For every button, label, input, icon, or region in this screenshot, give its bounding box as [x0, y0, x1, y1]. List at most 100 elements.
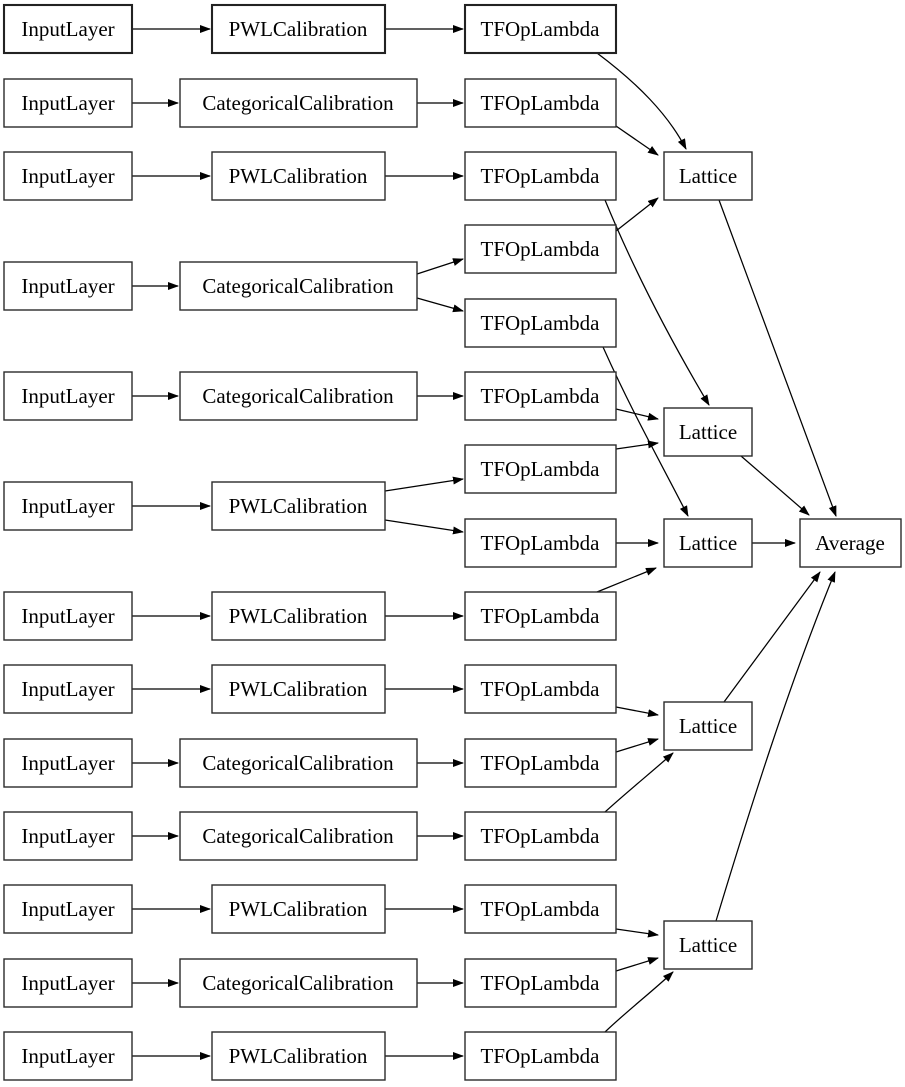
node-inputlayer-7: InputLayer [3, 591, 133, 641]
node-average-label: Average [815, 531, 885, 555]
node-categoricalcalibration-4: CategoricalCalibration [179, 261, 418, 311]
node-inputlayer-10-label: InputLayer [21, 824, 114, 848]
node-categoricalcalibration-12-label: CategoricalCalibration [202, 971, 394, 995]
edges-lattice-to-average [715, 199, 837, 922]
edge-tf5-lat2 [615, 408, 659, 421]
node-tfoplambda-4a-label: TFOpLambda [481, 237, 601, 261]
node-tfoplambda-7: TFOpLambda [464, 591, 617, 641]
node-tfoplambda-2: TFOpLambda [464, 78, 617, 128]
node-categoricalcalibration-5-label: CategoricalCalibration [202, 384, 394, 408]
node-inputlayer-12-label: InputLayer [21, 971, 114, 995]
edge-tf10-lat4 [604, 752, 674, 813]
node-tfoplambda-8: TFOpLambda [464, 664, 617, 714]
node-pwlcalibration-7-label: PWLCalibration [229, 604, 368, 628]
node-inputlayer-1: InputLayer [2, 3, 134, 55]
node-categoricalcalibration-10: CategoricalCalibration [179, 811, 418, 861]
node-inputlayer-11-label: InputLayer [21, 897, 114, 921]
node-tfoplambda-11-label: TFOpLambda [481, 897, 601, 921]
edge-tf11-lat5 [615, 928, 659, 938]
node-tfoplambda-6a: TFOpLambda [464, 444, 617, 494]
node-pwlcalibration-13-label: PWLCalibration [229, 1044, 368, 1068]
node-tfoplambda-1-label: TFOpLambda [481, 17, 601, 41]
node-categoricalcalibration-4-label: CategoricalCalibration [202, 274, 394, 298]
edge-tf1-lat1 [596, 52, 687, 150]
node-tfoplambda-1: TFOpLambda [463, 3, 618, 55]
node-tfoplambda-5-label: TFOpLambda [481, 384, 601, 408]
node-tfoplambda-3-label: TFOpLambda [481, 164, 601, 188]
node-lattice-2-label: Lattice [679, 420, 737, 444]
node-inputlayer-11: InputLayer [3, 884, 133, 934]
node-tfoplambda-4b: TFOpLambda [464, 298, 617, 348]
node-tfoplambda-5: TFOpLambda [464, 371, 617, 421]
node-pwlcalibration-6-label: PWLCalibration [229, 494, 368, 518]
node-tfoplambda-10: TFOpLambda [464, 811, 617, 861]
node-tfoplambda-6b-label: TFOpLambda [481, 531, 601, 555]
node-lattice-1: Lattice [663, 151, 753, 201]
node-lattice-5-label: Lattice [679, 933, 737, 957]
node-categoricalcalibration-9-label: CategoricalCalibration [202, 751, 394, 775]
node-tfoplambda-9: TFOpLambda [464, 738, 617, 788]
node-inputlayer-2: InputLayer [3, 78, 133, 128]
edge-tf7-lat3 [596, 567, 657, 593]
node-average: Average [799, 518, 902, 568]
node-pwlcalibration-11: PWLCalibration [211, 884, 386, 934]
node-categoricalcalibration-9: CategoricalCalibration [179, 738, 418, 788]
node-pwlcalibration-7: PWLCalibration [211, 591, 386, 641]
node-pwlcalibration-1-label: PWLCalibration [229, 17, 368, 41]
node-categoricalcalibration-10-label: CategoricalCalibration [202, 824, 394, 848]
edge-cal6-tf6b [384, 519, 464, 535]
node-tfoplambda-4b-label: TFOpLambda [481, 311, 601, 335]
node-tfoplambda-9-label: TFOpLambda [481, 751, 601, 775]
edge-tf8-lat4 [615, 706, 659, 718]
node-tfoplambda-6b: TFOpLambda [464, 518, 617, 568]
node-inputlayer-8-label: InputLayer [21, 677, 114, 701]
node-inputlayer-10: InputLayer [3, 811, 133, 861]
node-tfoplambda-10-label: TFOpLambda [481, 824, 601, 848]
node-tfoplambda-13: TFOpLambda [464, 1031, 617, 1081]
node-lattice-3: Lattice [663, 518, 753, 568]
node-lattice-2: Lattice [663, 407, 753, 457]
node-inputlayer-9-label: InputLayer [21, 751, 114, 775]
node-tfoplambda-8-label: TFOpLambda [481, 677, 601, 701]
node-lattice-5: Lattice [663, 920, 753, 970]
node-tfoplambda-11: TFOpLambda [464, 884, 617, 934]
node-inputlayer-2-label: InputLayer [21, 91, 114, 115]
edge-lat2-avg [740, 455, 810, 516]
node-pwlcalibration-3: PWLCalibration [211, 151, 386, 201]
node-inputlayer-6-label: InputLayer [21, 494, 114, 518]
node-inputlayer-13-label: InputLayer [21, 1044, 114, 1068]
node-inputlayer-5: InputLayer [3, 371, 133, 421]
edge-tf3-lat2 [604, 199, 710, 406]
edge-lat4-avg [723, 571, 821, 703]
node-categoricalcalibration-2: CategoricalCalibration [179, 78, 418, 128]
node-tfoplambda-12: TFOpLambda [464, 958, 617, 1008]
edge-tf4a-lat1 [615, 197, 659, 232]
node-tfoplambda-13-label: TFOpLambda [481, 1044, 601, 1068]
edge-tf4b-lat3 [602, 346, 689, 517]
node-inputlayer-4: InputLayer [3, 261, 133, 311]
node-tfoplambda-4a: TFOpLambda [464, 224, 617, 274]
edge-tf13-lat5 [604, 971, 674, 1033]
edges-input-to-calibration [132, 25, 211, 1060]
edge-cal4-tf4a [416, 258, 464, 275]
node-pwlcalibration-1: PWLCalibration [210, 3, 387, 55]
node-pwlcalibration-13: PWLCalibration [211, 1031, 386, 1081]
node-pwlcalibration-6: PWLCalibration [211, 481, 386, 531]
node-inputlayer-3-label: InputLayer [21, 164, 114, 188]
node-pwlcalibration-8-label: PWLCalibration [229, 677, 368, 701]
node-lattice-3-label: Lattice [679, 531, 737, 555]
node-inputlayer-9: InputLayer [3, 738, 133, 788]
node-inputlayer-8: InputLayer [3, 664, 133, 714]
node-inputlayer-1-label: InputLayer [21, 17, 114, 41]
node-inputlayer-4-label: InputLayer [21, 274, 114, 298]
node-tfoplambda-3: TFOpLambda [464, 151, 617, 201]
node-inputlayer-12: InputLayer [3, 958, 133, 1008]
node-inputlayer-13: InputLayer [3, 1031, 133, 1081]
edges-calibration-to-tfop [384, 25, 464, 1060]
edge-cal6-tf6a [384, 476, 464, 492]
node-pwlcalibration-11-label: PWLCalibration [229, 897, 368, 921]
edge-lat1-avg [718, 199, 837, 517]
node-pwlcalibration-8: PWLCalibration [211, 664, 386, 714]
